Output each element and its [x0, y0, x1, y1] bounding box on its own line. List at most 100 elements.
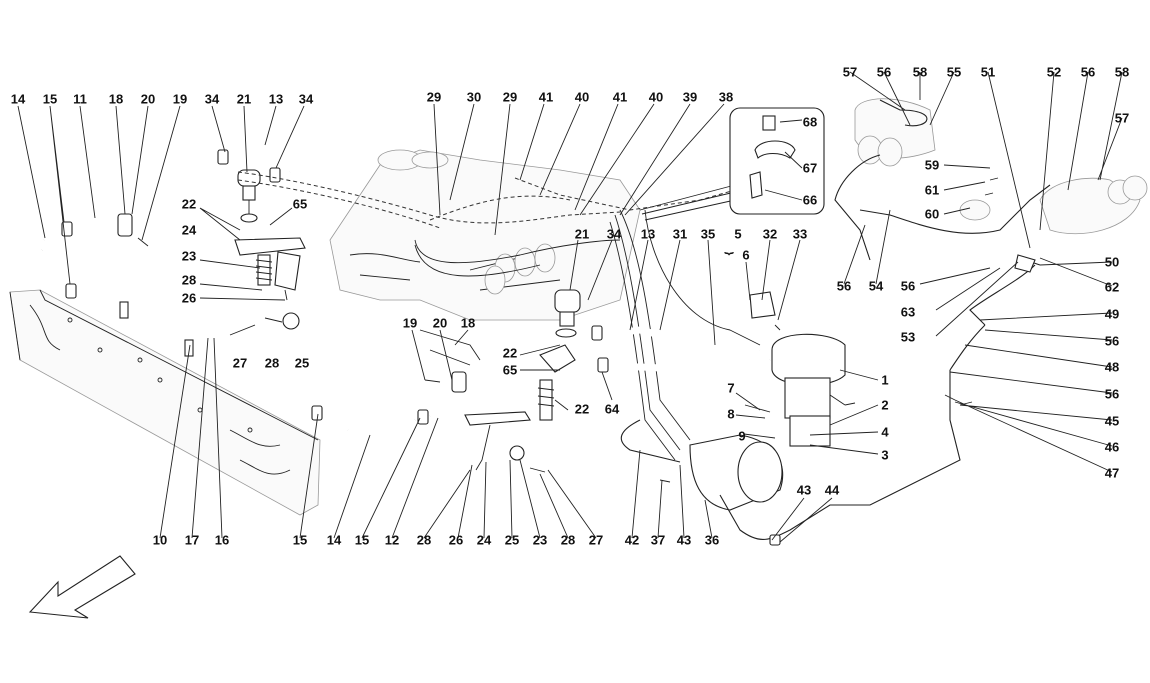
callout-label: 56	[1104, 333, 1120, 349]
callout-label: 19	[172, 91, 188, 107]
callout-label: 68	[802, 114, 818, 130]
callout-label: 65	[292, 196, 308, 212]
callout-label: 38	[718, 89, 734, 105]
callout-label: 51	[980, 64, 996, 80]
callout-label: 29	[426, 89, 442, 105]
callout-label: 55	[946, 64, 962, 80]
callout-label: 17	[184, 532, 200, 548]
brace-icon: ⏟	[724, 237, 734, 254]
callout-label: 54	[868, 278, 884, 294]
callout-label: 8	[727, 406, 735, 422]
callout-label: 11	[73, 91, 87, 107]
callout-label: 15	[42, 91, 58, 107]
callout-label: 41	[538, 89, 554, 105]
callout-label: 18	[108, 91, 124, 107]
callout-label: 66	[802, 192, 818, 208]
callout-label: 4	[881, 424, 889, 440]
callout-label: 52	[1046, 64, 1062, 80]
routing-lines	[237, 171, 736, 461]
callout-label: 24	[181, 222, 197, 238]
callout-label: 67	[802, 160, 818, 176]
callout-label: 13	[640, 226, 656, 242]
callout-label: 62	[1104, 279, 1120, 295]
callout-label: 10	[152, 532, 168, 548]
callout-label: 57	[842, 64, 858, 80]
callout-label: 28	[416, 532, 432, 548]
callout-label: 15	[292, 532, 308, 548]
callout-label: 45	[1104, 413, 1120, 429]
callout-label: 56	[836, 278, 852, 294]
callout-label: 26	[448, 532, 464, 548]
callout-label: 29	[502, 89, 518, 105]
callout-label: 56	[876, 64, 892, 80]
direction-arrow	[28, 555, 136, 619]
callout-label: 59	[924, 157, 940, 173]
callout-label: 34	[298, 91, 314, 107]
callout-label: 58	[912, 64, 928, 80]
callout-label: 9	[738, 428, 746, 444]
callout-label: 14	[326, 532, 342, 548]
callout-label: 34	[606, 226, 622, 242]
callout-label: 5	[734, 226, 742, 242]
callout-label: 18	[460, 315, 476, 331]
callout-label: 7	[727, 380, 735, 396]
callout-label: 60	[924, 206, 940, 222]
callout-label: 41	[612, 89, 628, 105]
callout-label: 49	[1104, 306, 1120, 322]
callout-label: 50	[1104, 254, 1120, 270]
callout-label: 43	[796, 482, 812, 498]
callout-label: 53	[900, 329, 916, 345]
callout-label: 35	[700, 226, 716, 242]
callout-label: 42	[624, 532, 640, 548]
callout-label: 26	[181, 290, 197, 306]
callout-label: 27	[588, 532, 604, 548]
callout-label: 1	[881, 372, 889, 388]
callout-label: 40	[648, 89, 664, 105]
callout-label: 20	[140, 91, 156, 107]
callout-label: 36	[704, 532, 720, 548]
callout-label: 37	[650, 532, 666, 548]
callout-label: 23	[532, 532, 548, 548]
callout-label: 6	[742, 247, 750, 263]
callout-label: 43	[676, 532, 692, 548]
callout-label: 28	[560, 532, 576, 548]
callout-label: 27	[232, 355, 248, 371]
left-hose-assembly	[32, 142, 552, 437]
callout-label: 23	[181, 248, 197, 264]
callout-label: 3	[881, 447, 889, 463]
callout-label: 24	[476, 532, 492, 548]
callout-label: 40	[574, 89, 590, 105]
callout-label: 21	[236, 91, 252, 107]
callout-label: 33	[792, 226, 808, 242]
callout-label: 58	[1114, 64, 1130, 80]
callout-label: 46	[1104, 439, 1120, 455]
callout-label: 22	[502, 345, 518, 361]
leader-lines	[17, 71, 1123, 543]
callout-label: 13	[268, 91, 284, 107]
callout-label: 56	[900, 278, 916, 294]
callout-label: 22	[574, 401, 590, 417]
callout-label: 2	[881, 397, 889, 413]
callout-label: 31	[672, 226, 688, 242]
body-panel	[9, 289, 321, 516]
callout-label: 25	[504, 532, 520, 548]
callout-label: 34	[204, 91, 220, 107]
canister	[620, 370, 961, 546]
callout-label: 44	[824, 482, 840, 498]
right-exhaust-assembly	[834, 98, 1148, 406]
callout-label: 21	[574, 226, 590, 242]
callout-label: 28	[264, 355, 280, 371]
callout-label: 63	[900, 304, 916, 320]
callout-label: 25	[294, 355, 310, 371]
callout-label: 30	[466, 89, 482, 105]
callout-label: 61	[924, 182, 940, 198]
callout-label: 32	[762, 226, 778, 242]
callout-label: 16	[214, 532, 230, 548]
callout-label: 19	[402, 315, 418, 331]
callout-label: 47	[1104, 465, 1120, 481]
air-pump	[744, 291, 856, 447]
callout-label: 56	[1104, 386, 1120, 402]
callout-label: 57	[1114, 110, 1130, 126]
callout-label: 39	[682, 89, 698, 105]
